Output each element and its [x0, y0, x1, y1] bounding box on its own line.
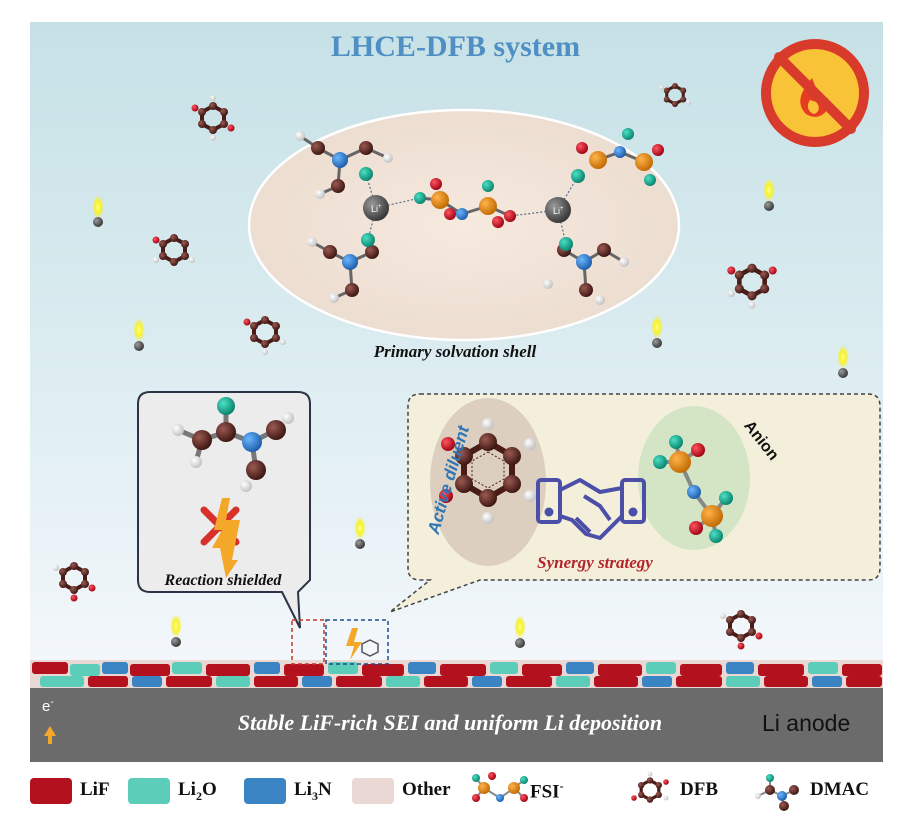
- dmac-zoom-molecule: [172, 397, 294, 492]
- legend-swatch-other: [352, 778, 394, 804]
- li-ion-glow: [514, 615, 526, 648]
- legend-label-li2o: Li2O: [178, 779, 217, 803]
- anode-label: Li anode: [762, 710, 851, 736]
- sei-layer: [30, 660, 883, 688]
- sei-label: Stable LiF-rich SEI and uniform Li depos…: [237, 710, 663, 735]
- solvation-cluster: [295, 128, 664, 305]
- diagram-title: LHCE-DFB system: [330, 30, 581, 63]
- handshake-icon: [536, 478, 646, 540]
- lightning-icon: [212, 498, 240, 578]
- primary-shell-label: Primary solvation shell: [373, 342, 537, 361]
- solvation-shell-ellipse: [247, 108, 681, 342]
- electron-label: e-: [42, 697, 54, 715]
- legend-fsi-icon: [472, 772, 528, 802]
- legend-label-li3n: Li3N: [294, 779, 332, 803]
- legend-label-dfb: DFB: [680, 779, 718, 800]
- electron-arrow-icon: [44, 726, 56, 744]
- legend-label-dmac: DMAC: [810, 779, 870, 800]
- li-ion-glow: [837, 345, 849, 378]
- legend-label-lif: LiF: [80, 779, 110, 800]
- shielded-site-box: [291, 619, 325, 665]
- dfb-molecule: [53, 562, 96, 602]
- synergy-site-box: [325, 619, 389, 665]
- fsi-zoom-molecule: [653, 435, 733, 543]
- legend-dmac-icon: [755, 774, 799, 811]
- li-ion-right: [545, 197, 571, 223]
- diluent-ellipse: [430, 398, 546, 566]
- synergy-label: Synergy strategy: [537, 553, 653, 572]
- li-ion-glow: [170, 614, 182, 647]
- li-ion-glow: [354, 516, 366, 549]
- li-ion-left: [363, 195, 389, 221]
- dfb-molecule: [720, 610, 763, 650]
- legend-dfb-icon: [631, 771, 669, 803]
- dfb-zoom-molecule: [439, 418, 536, 524]
- legend-swatch-li3n: [244, 778, 286, 804]
- li-ion-glow: [651, 315, 663, 348]
- legend-label-other: Other: [402, 779, 451, 800]
- dfb-molecule: [152, 234, 195, 266]
- small-lightning-icon: [346, 628, 362, 660]
- li-ion-label-right: Li+: [553, 206, 564, 216]
- legend-label-fsi: FSI-: [530, 779, 564, 803]
- dfb-molecule: [191, 95, 235, 141]
- dfb-molecule: [243, 316, 286, 355]
- li-ion-label-left: Li+: [371, 204, 382, 214]
- reaction-shielded-label: Reaction shielded: [164, 572, 282, 589]
- li-ion-glow: [92, 195, 104, 227]
- no-fire-icon: [761, 39, 869, 147]
- li-ion-glow: [763, 178, 775, 211]
- dfb-molecule: [727, 263, 777, 309]
- dfb-molecule: [659, 83, 691, 107]
- legend-swatch-li2o: [128, 778, 170, 804]
- legend-swatch-lif: [30, 778, 72, 804]
- li-ion-glow: [133, 318, 145, 351]
